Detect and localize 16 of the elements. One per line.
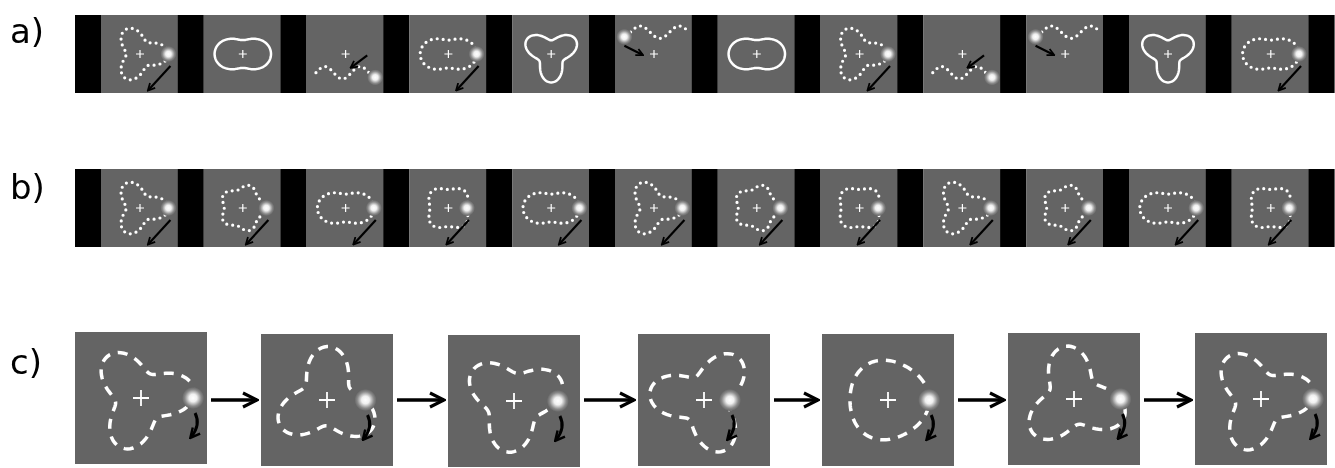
stimulus-panel [75, 332, 207, 464]
arrow [958, 391, 1006, 409]
panel-label: a) [10, 14, 45, 48]
arrow [584, 391, 636, 409]
stimulus-panel [1195, 333, 1327, 465]
stimulus-panel [448, 335, 580, 467]
arrow [397, 391, 446, 409]
arrow [774, 391, 820, 409]
stimulus-panel [261, 334, 393, 466]
panel-label: b) [10, 170, 45, 204]
stimulus-panel [1008, 333, 1140, 465]
panel-label: c) [10, 345, 42, 379]
stimulus-panel [822, 334, 954, 466]
arrow [1144, 391, 1193, 409]
arrow [211, 391, 259, 409]
stimulus-panel [638, 334, 770, 466]
